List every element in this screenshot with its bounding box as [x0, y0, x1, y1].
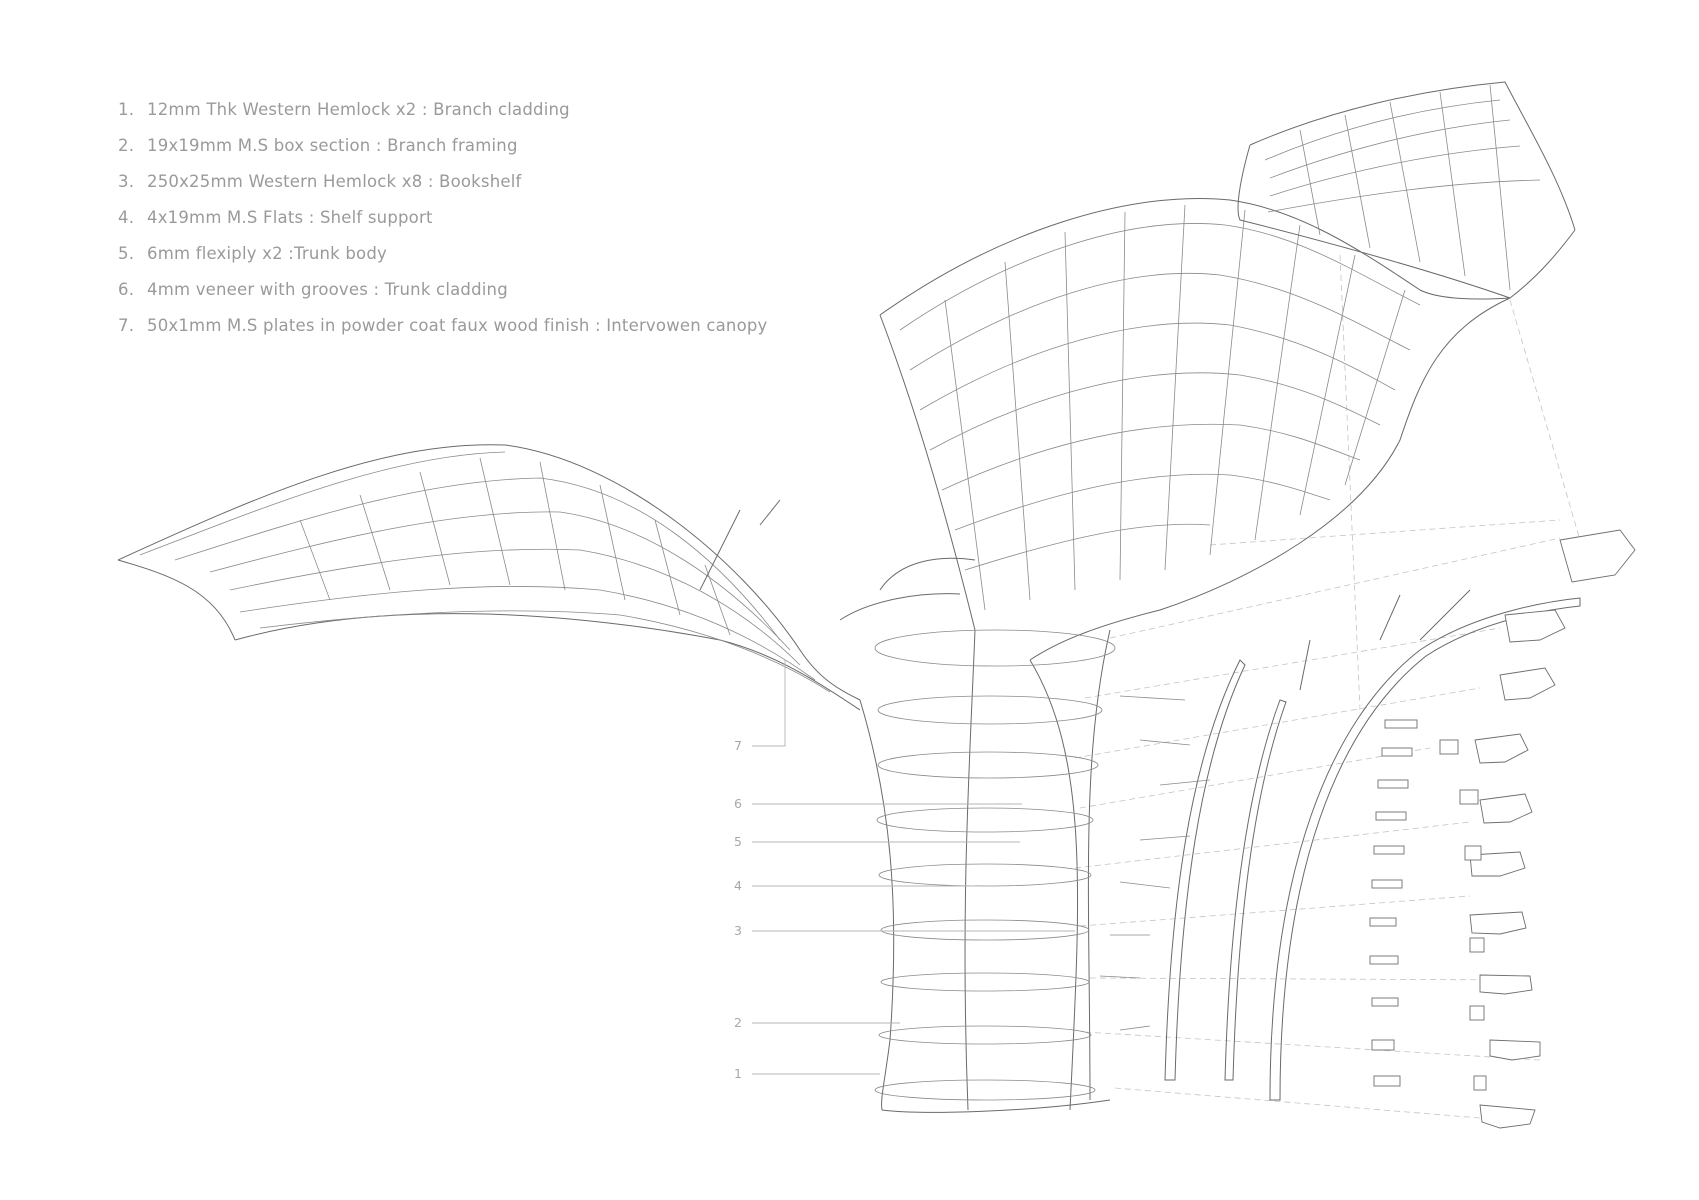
- callout-label-1: 1: [734, 1066, 742, 1081]
- projection-lines: [1074, 254, 1581, 1119]
- callout-leaders: [752, 660, 1075, 1075]
- legend-number: 2.: [118, 136, 135, 155]
- legend-text: 50x1mm M.S plates in powder coat faux wo…: [147, 316, 768, 335]
- cladding-pieces: [1099, 529, 1636, 1129]
- legend-item-4: 4. 4x19mm M.S Flats : Shelf support: [118, 208, 798, 244]
- legend-text: 4x19mm M.S Flats : Shelf support: [147, 208, 433, 227]
- left-canopy: [117, 444, 861, 711]
- callout-label-3: 3: [734, 923, 742, 938]
- legend-item-1: 1. 12mm Thk Western Hemlock x2 : Branch c…: [118, 100, 798, 136]
- legend-number: 4.: [118, 208, 135, 227]
- legend-text: 4mm veneer with grooves : Trunk cladding: [147, 280, 508, 299]
- legend-number: 1.: [118, 100, 135, 119]
- legend-item-5: 5. 6mm flexiply x2 :Trunk body: [118, 244, 798, 280]
- callout-label-7: 7: [734, 738, 742, 753]
- top-right-canopy: [1237, 81, 1576, 299]
- central-canopy: [879, 197, 1511, 661]
- legend-number: 6.: [118, 280, 135, 299]
- legend-list: 1. 12mm Thk Western Hemlock x2 : Branch c…: [118, 100, 798, 352]
- legend-text: 12mm Thk Western Hemlock x2 : Branch cla…: [147, 100, 570, 119]
- trunk-assembly: [839, 557, 1116, 1113]
- legend-item-6: 6. 4mm veneer with grooves : Trunk claddi…: [118, 280, 798, 316]
- legend-number: 5.: [118, 244, 135, 263]
- legend-text: 250x25mm Western Hemlock x8 : Bookshelf: [147, 172, 522, 191]
- callout-label-5: 5: [734, 834, 742, 849]
- branch-framing: [699, 499, 1581, 1101]
- legend-item-2: 2. 19x19mm M.S box section : Branch frami…: [118, 136, 798, 172]
- legend-item-7: 7. 50x1mm M.S plates in powder coat faux …: [118, 316, 798, 352]
- legend-number: 7.: [118, 316, 135, 335]
- legend-number: 3.: [118, 172, 135, 191]
- callout-label-6: 6: [734, 796, 742, 811]
- legend-item-3: 3. 250x25mm Western Hemlock x8 : Bookshel…: [118, 172, 798, 208]
- legend-text: 6mm flexiply x2 :Trunk body: [147, 244, 387, 263]
- callout-label-2: 2: [734, 1015, 742, 1030]
- legend-text: 19x19mm M.S box section : Branch framing: [147, 136, 518, 155]
- callout-label-4: 4: [734, 878, 742, 893]
